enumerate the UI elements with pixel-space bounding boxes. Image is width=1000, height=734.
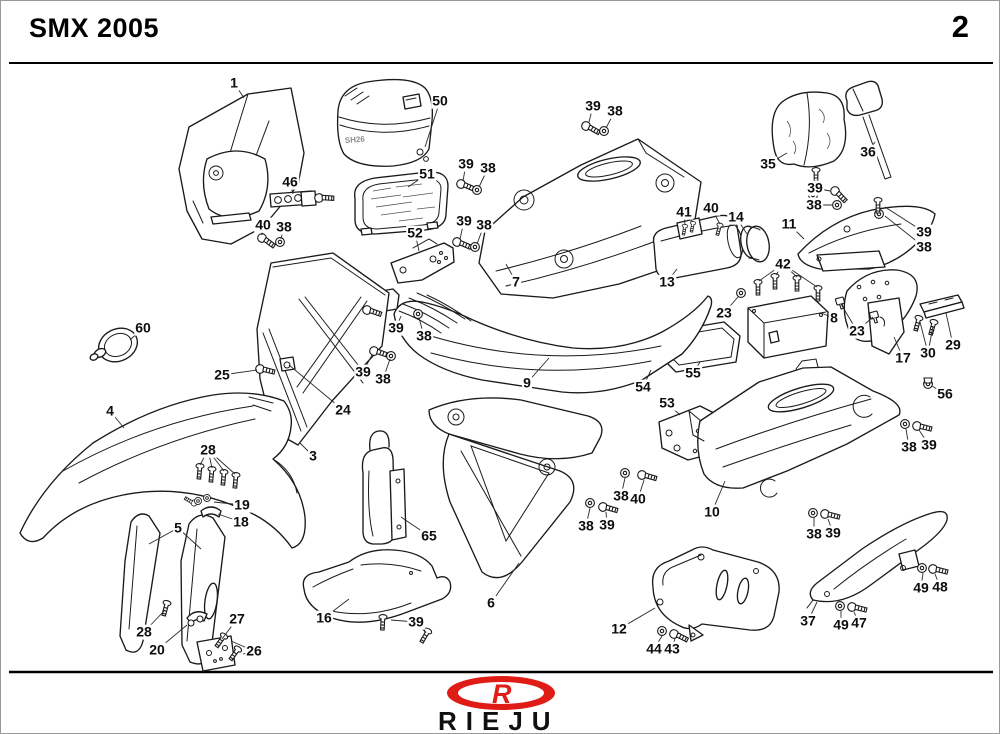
callout-part-29: 29: [944, 336, 962, 353]
callout-part-55: 55: [684, 364, 702, 381]
callout-part-28: 28: [135, 623, 153, 640]
callout-part-39: 39: [806, 179, 824, 196]
callout-part-38: 38: [475, 216, 493, 233]
callout-part-42: 42: [774, 255, 792, 272]
callout-part-39: 39: [387, 319, 405, 336]
part-12-sprocket-cover: [651, 546, 780, 642]
callout-part-39: 39: [455, 212, 473, 229]
callout-part-47: 47: [850, 614, 868, 631]
callout-part-38: 38: [577, 517, 595, 534]
callout-part-49: 49: [832, 616, 850, 633]
callout-part-39: 39: [920, 436, 938, 453]
callout-part-23: 23: [715, 304, 733, 321]
callout-part-20: 20: [148, 641, 166, 658]
callout-part-38: 38: [900, 438, 918, 455]
callout-part-38: 38: [415, 327, 433, 344]
part-6-radiator-shroud-center: [428, 397, 603, 579]
callout-part-40: 40: [629, 490, 647, 507]
callout-part-37: 37: [799, 612, 817, 629]
callout-part-35: 35: [759, 155, 777, 172]
callout-part-38: 38: [915, 238, 933, 255]
callout-part-27: 27: [228, 610, 246, 627]
callout-part-9: 9: [522, 374, 532, 391]
callout-part-65: 65: [420, 527, 438, 544]
callout-part-5: 5: [173, 519, 183, 536]
callout-part-38: 38: [479, 159, 497, 176]
callout-part-50: 50: [431, 92, 449, 109]
callout-part-36: 36: [859, 143, 877, 160]
part-10-side-panel-right: [688, 358, 901, 498]
callout-part-39: 39: [584, 97, 602, 114]
callout-part-13: 13: [658, 273, 676, 290]
part-14-cap: [740, 225, 770, 263]
callout-part-52: 52: [406, 224, 424, 241]
callout-part-7: 7: [511, 273, 521, 290]
rieju-logo-letter: R: [492, 679, 512, 709]
callout-part-18: 18: [232, 513, 250, 530]
callout-part-39: 39: [354, 363, 372, 380]
callout-part-19: 19: [233, 496, 251, 513]
callout-part-26: 26: [245, 642, 263, 659]
page-title: SMX 2005: [29, 13, 160, 43]
callout-part-24: 24: [334, 401, 352, 418]
part-8-battery-box: [747, 295, 829, 359]
callout-part-41: 41: [675, 203, 693, 220]
part-29-plate-bracket: [919, 294, 965, 319]
callout-part-1: 1: [229, 74, 239, 91]
part-5-fork-guards: [119, 513, 236, 672]
callout-part-51: 51: [418, 165, 436, 182]
callout-part-54: 54: [634, 378, 652, 395]
callout-part-53: 53: [658, 394, 676, 411]
callout-part-38: 38: [805, 196, 823, 213]
callout-part-38: 38: [612, 487, 630, 504]
callout-part-38: 38: [805, 525, 823, 542]
callout-part-28: 28: [199, 441, 217, 458]
rieju-wordmark: RIEJU: [438, 706, 560, 734]
part-36-tool: [845, 80, 892, 180]
callout-part-11: 11: [780, 215, 798, 232]
callout-part-10: 10: [703, 503, 721, 520]
callout-part-60: 60: [134, 319, 152, 336]
part-46-bracket: [269, 190, 317, 208]
callout-part-16: 16: [315, 609, 333, 626]
callout-part-43: 43: [663, 640, 681, 657]
callout-part-46: 46: [281, 173, 299, 190]
part-20-clamp: [186, 611, 208, 627]
callout-part-39: 39: [598, 516, 616, 533]
callout-part-8: 8: [829, 309, 839, 326]
hardware-fasteners: [159, 120, 949, 663]
callout-part-23: 23: [848, 322, 866, 339]
callout-part-40: 40: [702, 199, 720, 216]
callout-part-3: 3: [308, 447, 318, 464]
part-51-baseplate: [353, 171, 449, 236]
rieju-logo: R RIEJU: [438, 676, 560, 734]
callout-part-38: 38: [374, 370, 392, 387]
callout-part-14: 14: [727, 208, 745, 225]
topcase-brand-text: SH26: [345, 135, 366, 145]
callout-part-49: 49: [912, 579, 930, 596]
callout-part-56: 56: [936, 385, 954, 402]
part-35-bag: [771, 91, 847, 168]
page-number: 2: [951, 9, 969, 44]
callout-part-12: 12: [610, 620, 628, 637]
callout-part-39: 39: [407, 613, 425, 630]
callout-part-6: 6: [486, 594, 496, 611]
callout-part-39: 39: [824, 524, 842, 541]
callout-part-39: 39: [457, 155, 475, 172]
callout-part-25: 25: [213, 366, 231, 383]
callout-part-30: 30: [919, 344, 937, 361]
callout-part-38: 38: [606, 102, 624, 119]
callout-part-44: 44: [645, 640, 663, 657]
callout-part-17: 17: [894, 349, 912, 366]
callout-part-38: 38: [275, 218, 293, 235]
callout-part-40: 40: [254, 216, 272, 233]
part-4-front-fender: [19, 392, 306, 549]
callout-part-48: 48: [931, 578, 949, 595]
callout-part-39: 39: [915, 223, 933, 240]
callout-part-4: 4: [105, 402, 115, 419]
